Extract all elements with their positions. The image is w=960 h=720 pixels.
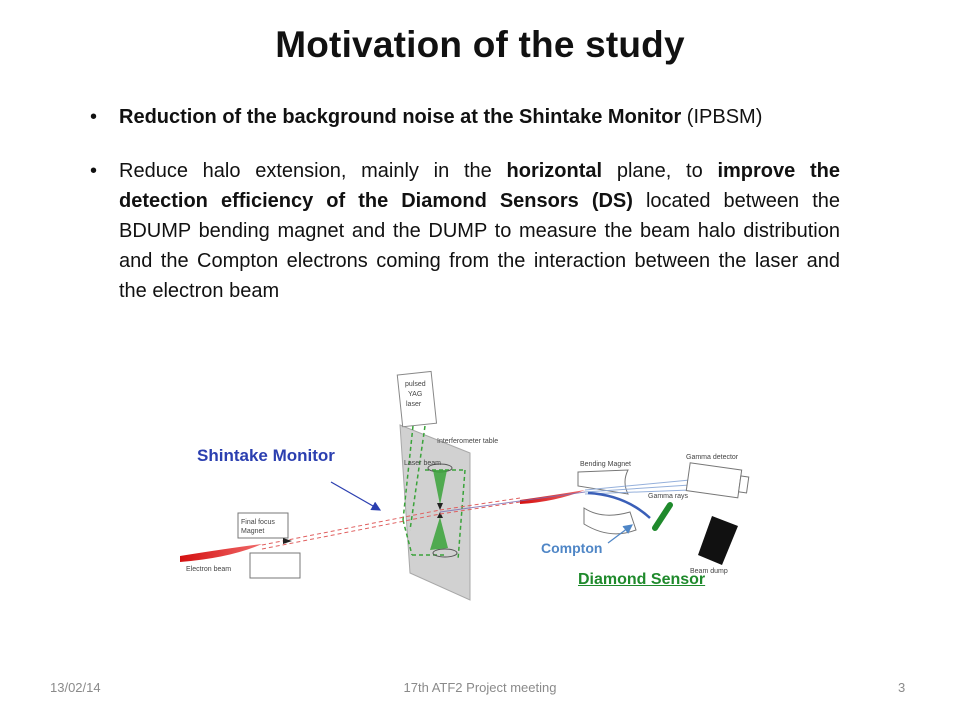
arrow-icon bbox=[283, 538, 292, 544]
diamond-sensor-label: Diamond Sensor bbox=[578, 571, 706, 588]
shintake-callout-arrow bbox=[330, 481, 382, 511]
bullet-2-bold-improve: improve the detection efficiency of the … bbox=[119, 160, 841, 212]
shintake-setup-diagram: pulsed YAG laser Interferometer table La… bbox=[180, 370, 750, 601]
laser-beam-path bbox=[402, 425, 466, 561]
ip-marker-2 bbox=[437, 512, 443, 518]
ip-marker bbox=[437, 503, 443, 510]
lens-lower bbox=[432, 548, 458, 558]
bullet-1-bold-text: Reduction of the background noise at the… bbox=[119, 106, 682, 128]
laser-cone-upper bbox=[433, 470, 447, 505]
electron-beam-bunch bbox=[180, 544, 262, 562]
bending-magnet-label: Bending Magnet bbox=[580, 461, 631, 468]
electron-beam-bunch-exit bbox=[520, 490, 585, 504]
bullet-dot-icon: • bbox=[90, 106, 98, 128]
laser-label-3: laser bbox=[406, 401, 422, 408]
bullet-dot-icon: • bbox=[90, 160, 98, 182]
gamma-rays bbox=[584, 479, 691, 495]
bullet-2-text-b: plane, to bbox=[602, 160, 718, 182]
footer-meeting: 17th ATF2 Project meeting bbox=[403, 680, 557, 695]
shintake-monitor-label: Shintake Monitor bbox=[197, 446, 335, 465]
final-focus-label-1: Final focus bbox=[241, 519, 275, 526]
gamma-rays-label: Gamma rays bbox=[648, 493, 689, 500]
footer-date: 13/02/14 bbox=[50, 680, 101, 695]
interferometer-table bbox=[399, 424, 471, 601]
laser-box bbox=[396, 370, 438, 428]
bullet-item-1: • Reduction of the background noise at t… bbox=[90, 102, 840, 132]
electron-beam-label: Electron beam bbox=[186, 566, 231, 573]
diamond-sensor bbox=[652, 502, 673, 531]
slide-title: Motivation of the study bbox=[275, 24, 685, 65]
electron-beam-path bbox=[261, 497, 521, 550]
laser-beam-label: Laser beam bbox=[404, 460, 441, 467]
footer-page-number: 3 bbox=[898, 680, 906, 695]
compton-electron-path bbox=[587, 491, 651, 519]
beam-dump bbox=[698, 516, 738, 565]
final-focus-label-2: Magnet bbox=[241, 528, 264, 535]
bullet-item-2: • Reduce halo extension, mainly in the h… bbox=[90, 156, 840, 306]
beam-line bbox=[439, 491, 586, 513]
laser-label-1: pulsed bbox=[405, 381, 426, 388]
final-focus-magnet-upper bbox=[237, 512, 289, 539]
bending-magnet-lower bbox=[583, 507, 637, 535]
bullet-2-text-c: located between the BDUMP bending magnet… bbox=[119, 190, 840, 302]
beam-dump-label: Beam dump bbox=[690, 568, 728, 575]
bullet-1-text: (IPBSM) bbox=[681, 106, 763, 128]
final-focus-magnet-lower bbox=[249, 552, 301, 579]
bullet-2-bold-horizontal: horizontal bbox=[506, 160, 603, 182]
compton-callout-arrow bbox=[607, 524, 633, 544]
laser-label-2: YAG bbox=[408, 391, 422, 398]
bending-magnet-upper bbox=[577, 469, 629, 495]
compton-label: Compton bbox=[541, 540, 603, 556]
bullet-list: • Reduction of the background noise at t… bbox=[90, 102, 840, 330]
bullet-2-text-a: Reduce halo extension, mainly in the bbox=[119, 160, 507, 182]
gamma-detector bbox=[685, 462, 750, 499]
gamma-detector-label: Gamma detector bbox=[686, 454, 739, 461]
laser-cone-lower bbox=[430, 517, 448, 550]
interferometer-table-label: Interferometer table bbox=[437, 438, 498, 445]
